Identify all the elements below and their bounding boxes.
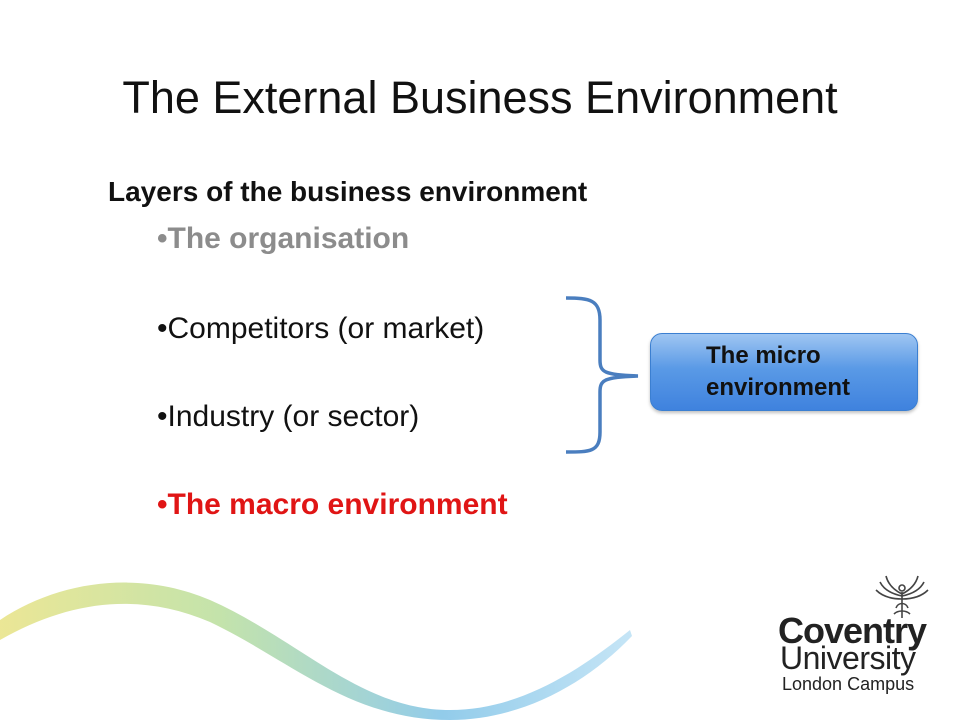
micro-environment-box: The micro environment (650, 333, 918, 411)
logo-coventry: Coventry (778, 610, 927, 651)
logo-london-campus: London Campus (782, 674, 915, 694)
slide-title: The External Business Environment (122, 72, 838, 123)
phoenix-emblem-icon (875, 575, 929, 618)
micro-line-1: The micro (706, 342, 821, 369)
logo-university: University (780, 640, 916, 676)
bullet-industry: •Industry (or sector) (157, 400, 420, 433)
bullet-macro-environment: •The macro environment (157, 488, 508, 521)
micro-environment-label: The micro environment (706, 340, 850, 404)
micro-line-2: environment (706, 374, 851, 401)
bullet-organisation: •The organisation (157, 222, 410, 255)
right-brace-icon (565, 296, 639, 454)
decorative-swoosh (0, 582, 632, 720)
bullet-competitors: •Competitors (or market) (157, 312, 485, 345)
slide-subtitle: Layers of the business environment (108, 176, 588, 207)
coventry-university-logo: Coventry University London Campus (778, 574, 929, 704)
